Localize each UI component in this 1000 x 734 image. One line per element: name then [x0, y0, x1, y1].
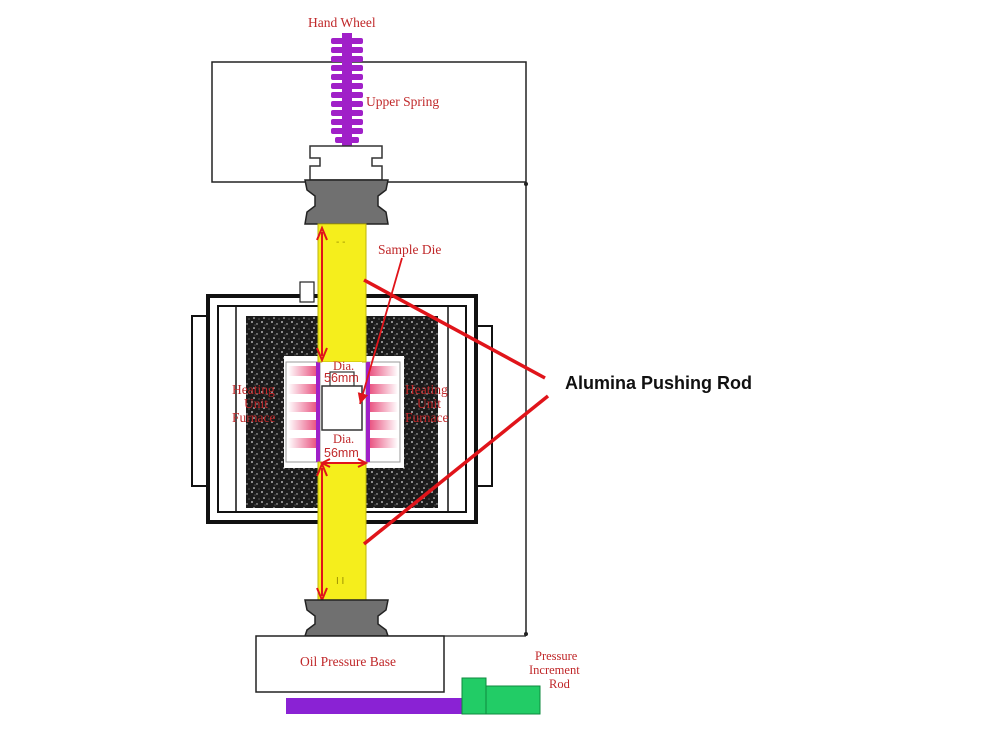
rod-length-arrow-upper	[316, 225, 328, 363]
oil-pressure-base-label: Oil Pressure Base	[300, 654, 396, 669]
heating-left-line3: Furnace	[232, 410, 275, 425]
heating-element-left	[285, 361, 321, 463]
top-clamp	[309, 145, 383, 181]
upper-spring-label: Upper Spring	[366, 94, 439, 109]
dia-bottom-line2: 56mm	[324, 446, 359, 460]
heating-right-line1: Heating	[405, 382, 448, 397]
heating-element-right	[365, 361, 401, 463]
heating-right-line2: Unit	[417, 396, 441, 411]
alumina-rod-callout: Alumina Pushing Rod	[565, 373, 752, 393]
dia-bottom-line1: Dia.	[333, 432, 354, 446]
dia-top-line1: Dia.	[333, 359, 354, 373]
sample-die-label: Sample Die	[378, 242, 441, 257]
alumina-pointer-lower	[362, 394, 550, 546]
sample-die	[321, 371, 363, 431]
alumina-rod-upper	[317, 223, 367, 363]
heating-right-line3: Furnace	[405, 410, 448, 425]
hand-wheel-label: Hand Wheel	[308, 15, 376, 30]
purple-base-plate	[286, 692, 468, 714]
pressure-increment-rod	[461, 677, 541, 715]
alumina-pointer-upper	[363, 278, 546, 380]
pressure-rod-line3: Rod	[549, 677, 571, 691]
furnace-insulation	[246, 316, 438, 508]
dia-top-line2: 56mm	[324, 371, 359, 385]
upper-coupling	[304, 179, 389, 225]
pressure-rod-line1: Pressure	[535, 649, 578, 663]
lower-coupling	[303, 599, 390, 637]
oil-pressure-base	[255, 635, 445, 693]
upper-spring	[331, 33, 363, 146]
rod-mark-top: - -	[336, 237, 345, 248]
heating-left-line1: Heating	[232, 382, 275, 397]
dia-bottom-arrow	[319, 458, 369, 468]
heating-left-line2: Unit	[244, 396, 268, 411]
sample-die-pointer	[357, 257, 403, 405]
rod-mark-bottom: I I	[336, 576, 344, 587]
alumina-rod-lower	[317, 461, 367, 603]
pressure-rod-line2: Increment	[529, 663, 580, 677]
